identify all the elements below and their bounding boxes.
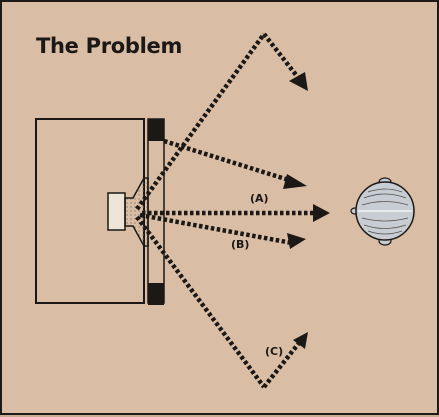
arrowhead-upper (283, 174, 307, 189)
upper-reflected-ray (264, 34, 300, 80)
driver-magnet (108, 193, 125, 230)
ray-upper (164, 141, 292, 181)
arrowhead-b (287, 233, 306, 249)
arrowhead-a (313, 204, 330, 222)
label-c: (C) (265, 345, 283, 358)
arrowheads (283, 72, 330, 349)
label-b: (B) (231, 238, 249, 251)
listener-head-icon (351, 178, 414, 245)
upper-absorber-block (148, 119, 164, 141)
arrowhead-upper-reflected (289, 72, 308, 91)
label-a: (A) (250, 192, 269, 205)
lower-absorber-block (148, 283, 164, 305)
ray-b (140, 215, 292, 243)
